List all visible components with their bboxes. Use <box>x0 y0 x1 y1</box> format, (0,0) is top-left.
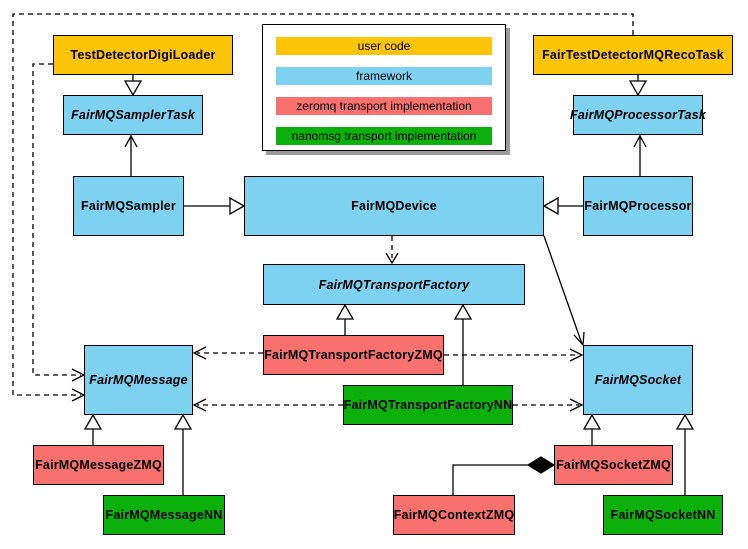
node-label: TestDetectorDigiLoader <box>70 48 216 62</box>
edge-dependency-factoryzmq-message <box>192 346 263 360</box>
node-fairmq-message: FairMQMessage <box>84 345 193 415</box>
legend-item-zeromq: zeromq transport implementation <box>276 97 492 115</box>
edge-dependency-factoryzmq-socket <box>444 348 584 362</box>
node-label: FairMQProcessor <box>584 199 692 213</box>
edge-dependency-factorynn-socket <box>513 398 584 412</box>
node-fairmq-socket: FairMQSocket <box>583 345 693 415</box>
node-label: FairMQSocketNN <box>610 508 716 522</box>
node-fairmq-sampler: FairMQSampler <box>73 176 184 236</box>
node-fairmq-transport-factory: FairMQTransportFactory <box>263 264 525 305</box>
node-label: FairTestDetectorMQRecoTask <box>542 48 724 62</box>
node-label: FairMQSamplerTask <box>71 108 195 122</box>
node-fairmq-transport-factory-nn: FairMQTransportFactoryNN <box>343 385 513 425</box>
edge-inheritance-factorynn-factory <box>453 303 473 385</box>
node-fairmq-processor-task: FairMQProcessorTask <box>569 95 707 135</box>
node-label: FairMQTransportFactory <box>318 277 470 292</box>
node-fairmq-socket-nn: FairMQSocketNN <box>603 495 723 535</box>
legend-label: user code <box>357 39 411 53</box>
legend: user code framework zeromq transport imp… <box>262 24 506 151</box>
edge-composition-socketzmq-contextzmq <box>452 456 556 495</box>
edge-association-device-socket <box>543 235 585 346</box>
node-fairmq-message-zmq: FairMQMessageZMQ <box>33 445 164 485</box>
node-label: FairMQProcessorTask <box>569 108 707 122</box>
node-test-detector-digi-loader: TestDetectorDigiLoader <box>53 35 233 75</box>
edge-inheritance-sampler-device <box>184 196 246 216</box>
edge-inheritance-messagenn-message <box>173 413 193 495</box>
edge-inheritance-processor-device <box>542 196 583 216</box>
edge-inheritance-digiloader-samplertask <box>123 75 143 97</box>
legend-label: framework <box>355 69 412 83</box>
node-fairmq-context-zmq: FairMQContextZMQ <box>393 495 515 535</box>
node-fairmq-sampler-task: FairMQSamplerTask <box>63 95 203 135</box>
edge-inheritance-factoryzmq-factory <box>335 303 355 335</box>
legend-label: nanomsg transport implementation <box>291 129 477 143</box>
node-fairmq-socket-zmq: FairMQSocketZMQ <box>554 445 673 485</box>
edge-inheritance-socketzmq-socket <box>582 413 602 445</box>
edge-dependency-device-transportfactory <box>385 236 399 265</box>
node-fair-test-detector-mq-reco-task: FairTestDetectorMQRecoTask <box>533 35 733 75</box>
node-label: FairMQContextZMQ <box>393 508 515 522</box>
legend-label: zeromq transport implementation <box>296 99 472 113</box>
node-label: FairMQMessageNN <box>105 508 223 522</box>
node-fairmq-device: FairMQDevice <box>244 176 544 236</box>
legend-item-user-code: user code <box>276 37 492 55</box>
edge-dependency-factorynn-message <box>192 398 343 412</box>
legend-item-nanomsg: nanomsg transport implementation <box>276 127 492 145</box>
edge-inheritance-recotask-processortask <box>628 75 648 97</box>
node-label: FairMQSampler <box>81 199 176 213</box>
edge-association-sampler-samplertask <box>124 134 138 176</box>
edge-inheritance-socketnn-socket <box>675 413 695 495</box>
edge-inheritance-messagezmq-message <box>83 413 103 445</box>
node-label: FairMQSocket <box>594 373 682 387</box>
node-label: FairMQTransportFactoryNN <box>343 398 513 412</box>
node-label: FairMQDevice <box>351 199 437 213</box>
node-fairmq-transport-factory-zmq: FairMQTransportFactoryZMQ <box>263 335 444 375</box>
node-fairmq-processor: FairMQProcessor <box>583 176 693 236</box>
node-label: FairMQMessage <box>89 373 188 387</box>
edge-association-processor-processortask <box>633 134 647 176</box>
legend-item-framework: framework <box>276 67 492 85</box>
node-label: FairMQTransportFactoryZMQ <box>264 348 443 362</box>
node-label: FairMQSocketZMQ <box>556 458 671 472</box>
node-label: FairMQMessageZMQ <box>35 458 162 472</box>
node-fairmq-message-nn: FairMQMessageNN <box>103 495 225 535</box>
